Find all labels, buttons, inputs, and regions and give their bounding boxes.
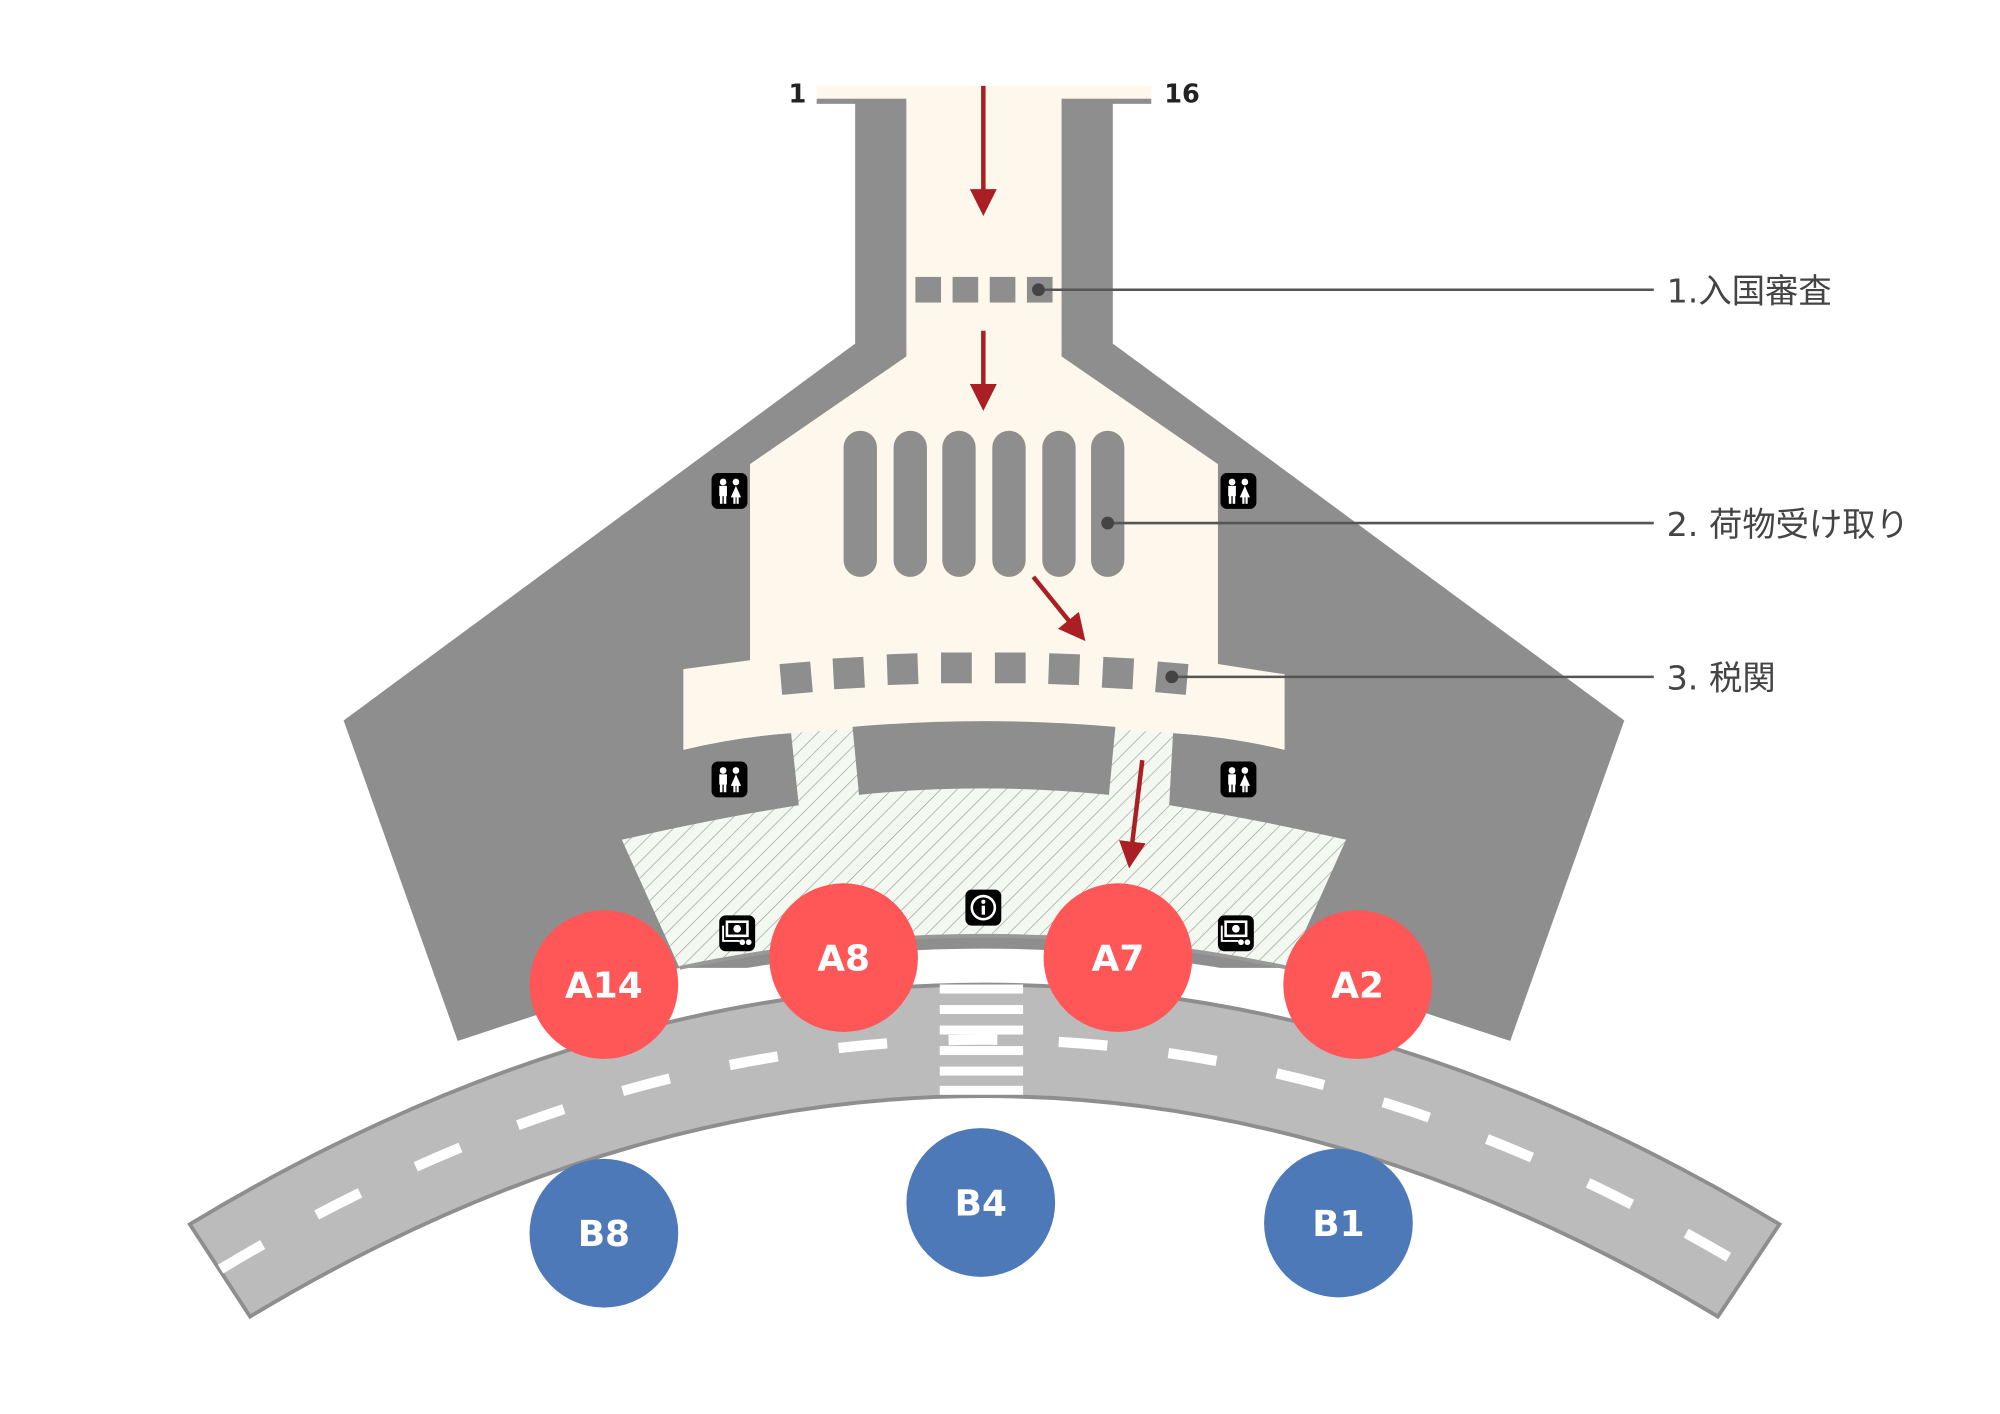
arrival-gate-a14[interactable]: A14 [529,910,679,1059]
crosswalk [939,984,1024,1095]
arrival-gate-a2[interactable]: A2 [1283,910,1433,1059]
svg-text:A8: A8 [817,938,870,979]
central-block [852,721,1116,795]
svg-text:B1: B1 [1312,1204,1364,1245]
step-baggage-claim-label: 2. 荷物受け取り [1667,505,1909,544]
pier-label-right: 16 [1164,80,1200,110]
information-icon [965,889,1002,926]
departure-gate-b1[interactable]: B1 [1264,1148,1413,1298]
arrow-diagonal-icon [1031,575,1086,642]
restroom-icon [1220,761,1257,798]
svg-text:B4: B4 [955,1183,1007,1224]
customs-booths [779,652,1189,695]
restroom-icon [1220,473,1257,509]
pier-label-left: 1 [789,80,807,110]
currency-exchange-icon [1216,914,1256,953]
currency-exchange-icon [717,914,757,953]
svg-text:A7: A7 [1092,938,1145,979]
step-immigration-label: 1.入国審査 [1667,272,1832,311]
restroom-icon [711,473,748,509]
step-customs-label: 3. 税関 [1667,659,1776,698]
immigration-booths [915,276,1053,303]
departure-gate-b8[interactable]: B8 [529,1158,679,1308]
departure-gate-b4[interactable]: B4 [906,1128,1056,1277]
arrow-down-icon [1119,759,1146,869]
svg-text:A14: A14 [565,965,643,1006]
arrival-gate-a7[interactable]: A7 [1043,883,1193,1032]
lane-divider [217,1034,1752,1274]
restroom-icon [711,761,748,798]
svg-text:A2: A2 [1331,965,1384,1006]
flow-arrows [969,85,1146,869]
road [187,982,1783,1320]
svg-text:B8: B8 [578,1214,630,1255]
arrival-hall [683,85,1285,806]
baggage-carousels [843,430,1125,577]
arrival-gate-a8[interactable]: A8 [769,883,918,1032]
